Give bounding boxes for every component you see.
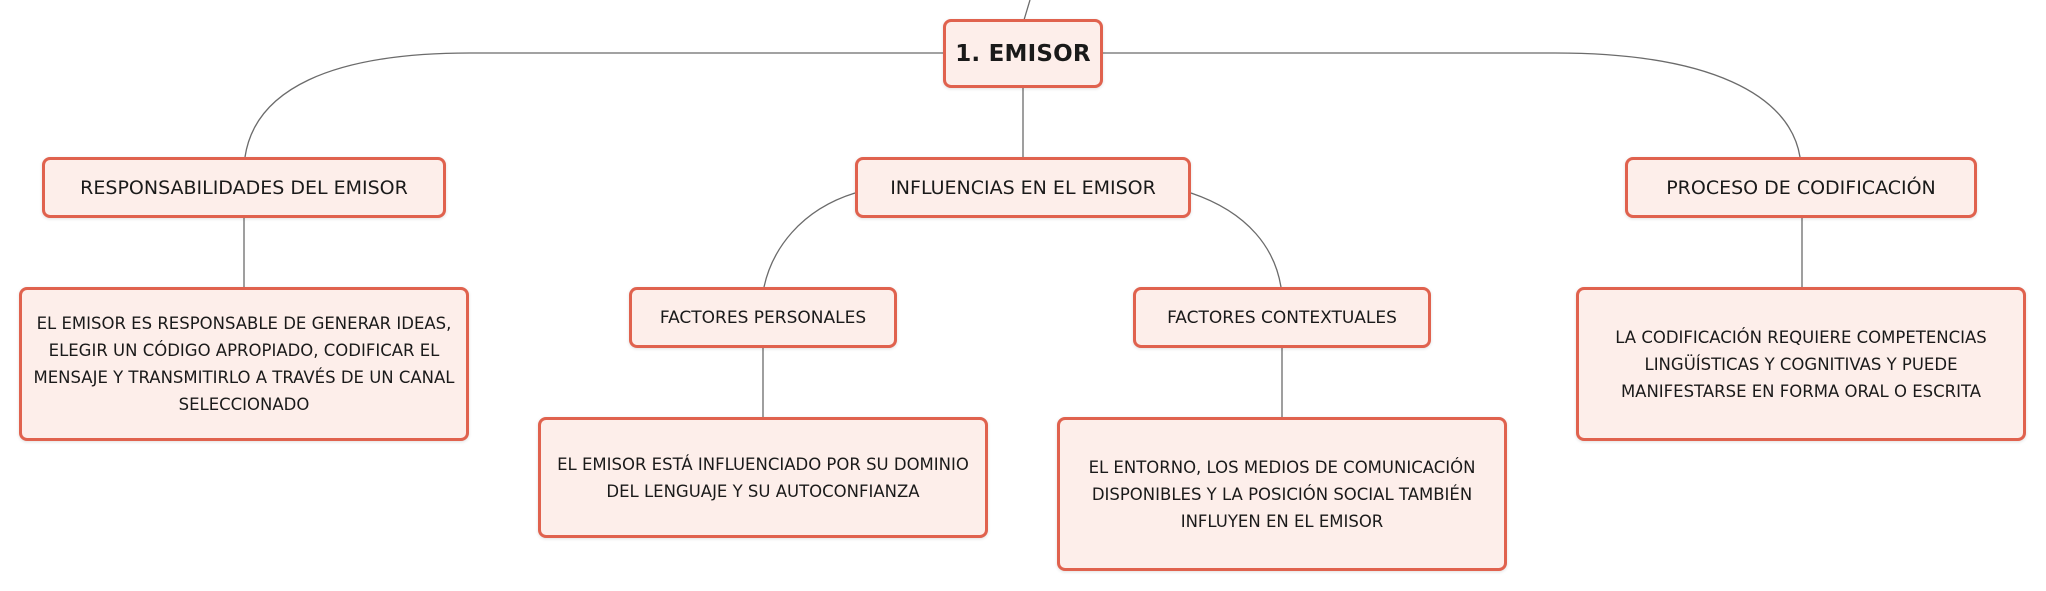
subbranch-node-contextuales[interactable]: FACTORES CONTEXTUALES [1133, 287, 1431, 348]
subbranch-label: FACTORES PERSONALES [659, 307, 867, 328]
detail-text: EL EMISOR ESTÁ INFLUENCIADO POR SU DOMIN… [557, 454, 969, 501]
branch-node-influencias[interactable]: INFLUENCIAS EN EL EMISOR [855, 157, 1191, 218]
branch-node-proceso[interactable]: PROCESO DE CODIFICACIÓN [1625, 157, 1977, 218]
subbranch-label: FACTORES CONTEXTUALES [1167, 307, 1397, 328]
connector-influencias-contextuales [1190, 192, 1282, 288]
connector-root-parent [1023, 0, 1031, 21]
subbranch-node-personales[interactable]: FACTORES PERSONALES [629, 287, 897, 348]
branch-label: INFLUENCIAS EN EL EMISOR [890, 176, 1156, 199]
detail-text: EL ENTORNO, LOS MEDIOS DE COMUNICACIÓN D… [1088, 457, 1476, 531]
root-node[interactable]: 1. EMISOR [943, 19, 1103, 88]
branch-label: PROCESO DE CODIFICACIÓN [1666, 176, 1936, 199]
connector-influencias-personales [763, 192, 856, 288]
branch-label: RESPONSABILIDADES DEL EMISOR [80, 176, 408, 199]
detail-node-responsabilidades[interactable]: EL EMISOR ES RESPONSABLE DE GENERAR IDEA… [19, 287, 469, 441]
branch-node-responsabilidades[interactable]: RESPONSABILIDADES DEL EMISOR [42, 157, 446, 218]
detail-node-contextuales[interactable]: EL ENTORNO, LOS MEDIOS DE COMUNICACIÓN D… [1057, 417, 1507, 571]
detail-text: LA CODIFICACIÓN REQUIERE COMPETENCIAS LI… [1615, 327, 1987, 401]
detail-text: EL EMISOR ES RESPONSABLE DE GENERAR IDEA… [33, 314, 455, 414]
root-label: 1. EMISOR [955, 40, 1091, 67]
connector-root-proceso [1103, 52, 1801, 158]
detail-node-personales[interactable]: EL EMISOR ESTÁ INFLUENCIADO POR SU DOMIN… [538, 417, 988, 538]
detail-node-proceso[interactable]: LA CODIFICACIÓN REQUIERE COMPETENCIAS LI… [1576, 287, 2026, 441]
connector-root-responsabilidades [244, 52, 945, 158]
